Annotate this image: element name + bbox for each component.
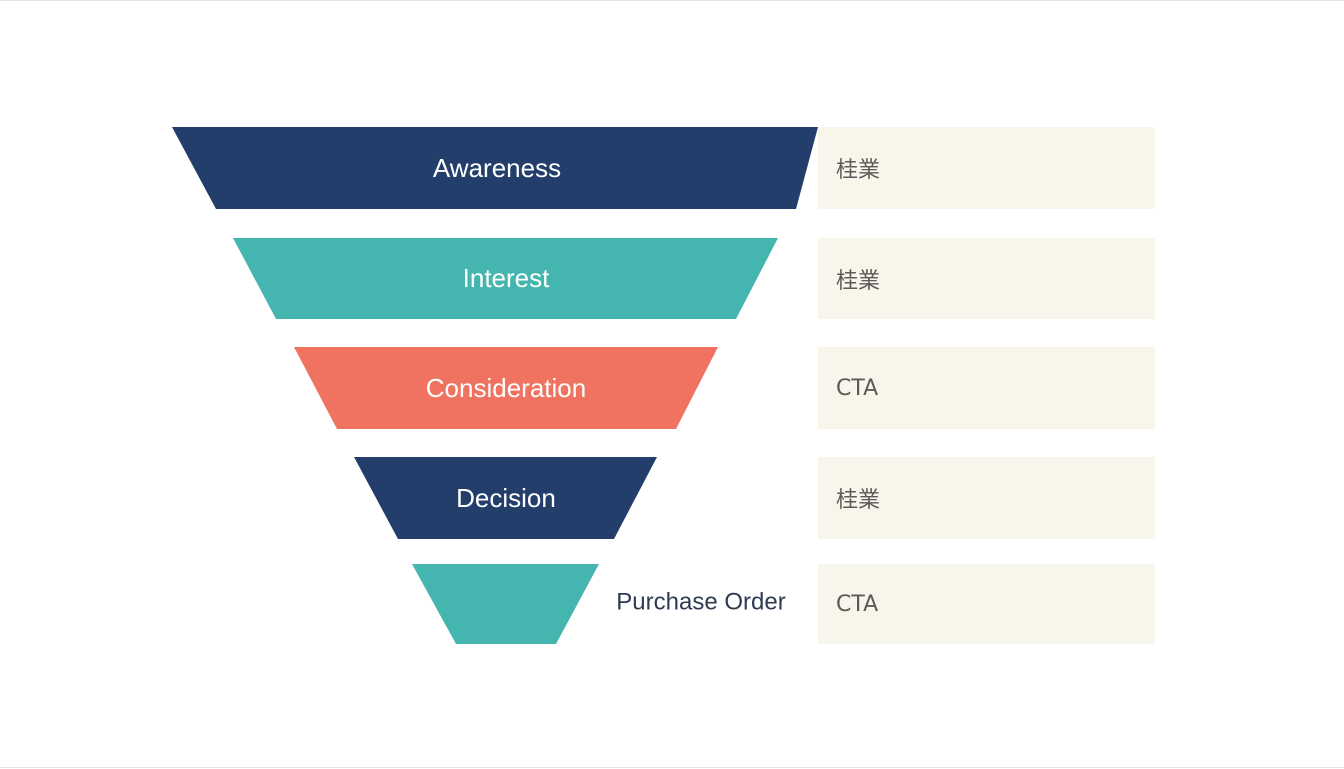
funnel-stage-2 [233,238,778,319]
stage-note-2: 桂業 [818,238,1155,319]
funnel-stage-label-1: Awareness [433,153,561,183]
funnel-stage-1 [172,127,818,209]
funnel-stage-label-3: Consideration [426,373,586,403]
stage-note-4: 桂業 [818,457,1155,539]
stage-note-text: CTA [836,375,879,401]
funnel-stage-4 [354,457,657,539]
funnel-stage-label-4: Decision [456,483,556,513]
stage-note-text: 桂業 [836,488,881,513]
funnel-stage-label-2: Interest [463,263,550,293]
stage-note-text: 桂業 [836,268,881,294]
stage-note-text: CTA [836,591,879,617]
funnel-stage-label-5: Purchase Order [616,589,785,616]
stage-note-text: 桂業 [836,158,881,183]
funnel-stage-5 [412,564,599,644]
funnel-stage-3 [294,347,718,429]
stage-note-3: CTA [818,347,1155,429]
stage-note-1: 桂業 [818,127,1155,209]
stage-note-5: CTA [818,564,1155,644]
